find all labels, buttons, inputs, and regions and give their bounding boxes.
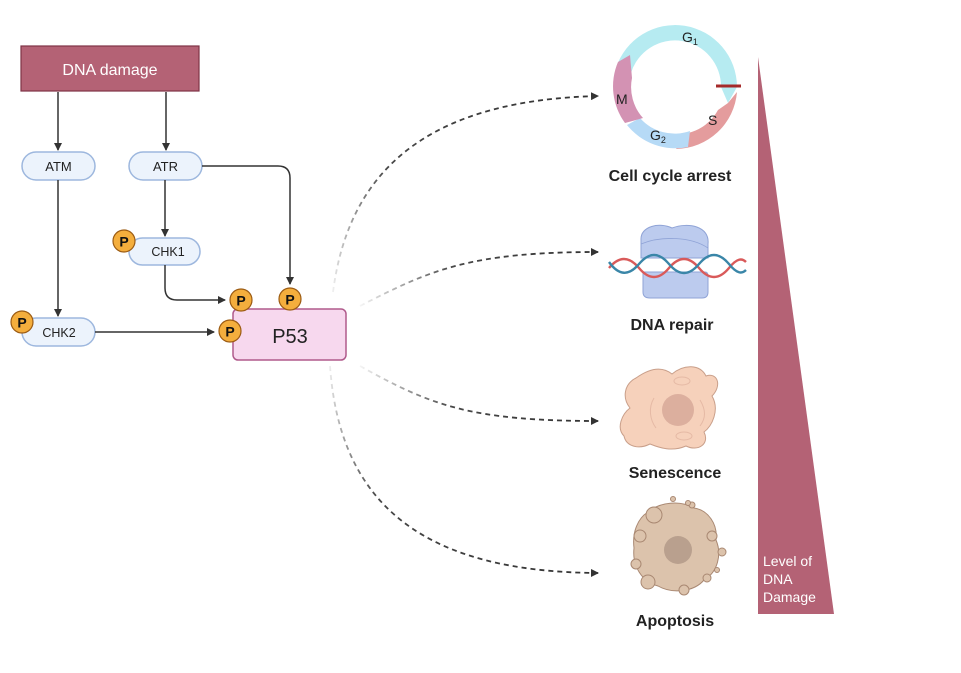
phase-s-label: S	[708, 112, 717, 128]
phospho-p53-2: P	[278, 287, 302, 311]
chk2-node: CHK2	[21, 317, 96, 347]
phospho-chk1: P	[112, 229, 136, 253]
senescent-cell-icon	[619, 366, 719, 450]
arrow-chk1-to-p53	[164, 265, 226, 304]
arrow-p53-to-dna-repair	[359, 248, 599, 307]
chk1-label: CHK1	[151, 245, 184, 259]
outcome-dna-repair-label: DNA repair	[631, 317, 714, 334]
damage-label-line1: Level of	[763, 553, 812, 569]
arrow-atr-to-p53	[202, 165, 294, 285]
phospho-p53-1: P	[229, 288, 253, 312]
atr-label: ATR	[153, 159, 178, 174]
arrow-p53-to-apoptosis	[329, 365, 599, 577]
p53-node: P53	[232, 308, 347, 361]
phospho-p53-3: P	[218, 319, 242, 343]
damage-label-line3: Damage	[763, 589, 816, 605]
phase-m-label: M	[616, 91, 628, 107]
phase-g1-label: G1	[682, 29, 698, 47]
svg-text:P: P	[285, 292, 294, 308]
damage-gradient-triangle: Level of DNA Damage	[758, 57, 834, 614]
phospho-chk2: P	[10, 310, 34, 334]
atm-node: ATM	[21, 151, 96, 181]
dna-damage-label: DNA damage	[62, 62, 157, 79]
damage-label-line2: DNA	[763, 571, 793, 587]
apoptotic-cell-icon	[630, 496, 727, 596]
atm-label: ATM	[45, 159, 71, 174]
chk1-node: CHK1	[128, 237, 201, 266]
p53-label: P53	[272, 326, 308, 348]
phase-g2-label: G2	[650, 127, 666, 145]
arrow-p53-to-senescence	[359, 365, 599, 425]
svg-text:P: P	[225, 324, 234, 340]
outcome-apoptosis-label: Apoptosis	[636, 613, 714, 630]
arrow-p53-to-cell-cycle-arrest	[332, 92, 599, 293]
dna-damage-node: DNA damage	[20, 45, 200, 92]
svg-text:P: P	[17, 315, 26, 331]
svg-text:P: P	[236, 293, 245, 309]
outcome-senescence-label: Senescence	[629, 465, 722, 482]
atr-node: ATR	[128, 151, 203, 181]
dna-repair-icon	[608, 224, 747, 299]
cell-cycle-icon: G1 S G2 M	[613, 25, 741, 149]
svg-text:P: P	[119, 234, 128, 250]
chk2-label: CHK2	[42, 326, 75, 340]
outcome-cell-cycle-arrest-label: Cell cycle arrest	[609, 168, 732, 185]
